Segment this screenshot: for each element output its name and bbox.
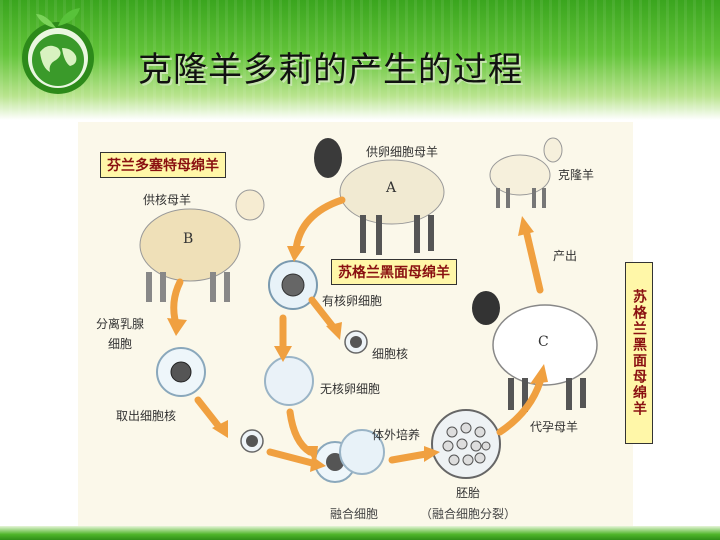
arrowheads [167, 216, 548, 472]
sheep-a-icon [314, 138, 445, 255]
separate-cells-label-2: 细胞 [108, 337, 133, 351]
extracted-nucleus-icon [240, 429, 264, 453]
clone-label: 克隆羊 [558, 168, 595, 182]
page-title: 克隆羊多莉的产生的过程 [138, 50, 523, 90]
sheep-b-icon [139, 189, 265, 302]
nucleus-label: 细胞核 [372, 347, 409, 361]
in-vitro-culture-label: 体外培养 [372, 428, 421, 442]
enucleated-egg-label: 无核卵细胞 [320, 382, 381, 396]
embryo-icon [431, 409, 501, 479]
birth-label: 产出 [553, 249, 578, 263]
fused-division-label: （融合细胞分裂） [420, 507, 517, 521]
separate-cells-label-1: 分离乳腺 [96, 317, 145, 331]
arrow-fused-to-embryo [388, 450, 430, 464]
scottish-sheep-vertical-callout: 苏格兰黑面母绵羊 [625, 262, 653, 444]
embryo-label: 胚胎 [456, 486, 481, 500]
header-bar [0, 0, 720, 120]
clone-sheep-icon [489, 137, 563, 208]
scottish-sheep-callout: 苏格兰黑面母绵羊 [331, 259, 457, 285]
footer-bar [0, 526, 720, 540]
header-pattern [0, 0, 720, 120]
nucleated-egg-label: 有核卵细胞 [322, 294, 383, 308]
sheep-c-letter: C [538, 334, 549, 350]
globe-icon [22, 8, 94, 94]
nucleated-egg-icon [268, 260, 318, 310]
surrogate-label: 代孕母羊 [530, 420, 579, 434]
sheep-a-letter: A [386, 180, 397, 196]
sheep-b-letter: B [183, 231, 194, 247]
arrow-c-to-clone [522, 226, 544, 294]
sheep-c-icon [472, 291, 598, 412]
arrow-cell-to-extract [194, 396, 224, 432]
fused-cell-label: 融合细胞 [330, 507, 379, 521]
arrow-nucleus-to-fused [266, 448, 320, 468]
extract-nucleus-label: 取出细胞核 [116, 409, 177, 423]
egg-donor-label: 供卵细胞母羊 [366, 145, 439, 159]
mammary-cell-icon [156, 347, 206, 397]
arrow-a-to-egg [292, 196, 346, 254]
arrow-egg-to-nucleus [308, 296, 338, 332]
nucleus-icon [344, 330, 368, 354]
enucleated-egg-icon [264, 356, 314, 406]
nucleus-donor-label: 供核母羊 [143, 193, 192, 207]
arrow-b-to-cell [170, 278, 184, 328]
finnish-sheep-callout: 芬兰多塞特母绵羊 [100, 152, 226, 178]
arrow-embryo-to-c [496, 378, 544, 436]
